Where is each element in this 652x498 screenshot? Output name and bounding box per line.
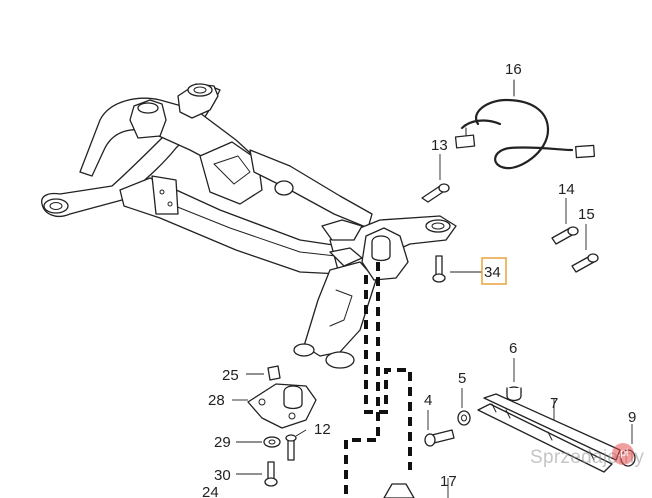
part-7-link-arm <box>477 393 621 473</box>
label-25: 25 <box>222 367 239 384</box>
label-30: 30 <box>214 467 231 484</box>
label-34: 34 <box>484 264 501 281</box>
part-25-nut <box>246 365 281 381</box>
subframe <box>41 83 457 369</box>
label-9: 9 <box>628 409 636 426</box>
label-16: 16 <box>505 61 522 78</box>
part-28-mount-bracket <box>232 383 317 429</box>
part-16-wiring-harness <box>454 79 596 170</box>
part-15-bolt <box>571 224 599 273</box>
part-30-bolt <box>236 461 278 487</box>
part-14-bolt <box>551 198 579 245</box>
label-24: 24 <box>202 484 219 498</box>
label-17: 17 <box>440 473 457 490</box>
label-4: 4 <box>424 392 432 409</box>
part-4-bolt <box>424 410 455 447</box>
label-6: 6 <box>509 340 517 357</box>
label-7: 7 <box>550 395 558 412</box>
part-17-component <box>383 478 449 498</box>
part-34-bolt <box>432 255 482 283</box>
label-13: 13 <box>431 137 448 154</box>
label-29: 29 <box>214 434 231 451</box>
label-28: 28 <box>208 392 225 409</box>
label-14: 14 <box>558 181 575 198</box>
label-15: 15 <box>578 206 595 223</box>
part-6-bushing <box>506 358 522 402</box>
part-29-washer <box>236 436 281 448</box>
part-5-washer <box>457 388 471 426</box>
part-12-bolt <box>285 429 307 461</box>
part-13-bolt <box>421 154 450 203</box>
watermark-badge: .pl <box>612 443 634 465</box>
label-12: 12 <box>314 421 331 438</box>
label-5: 5 <box>458 370 466 387</box>
label-34-highlight-box <box>481 257 507 285</box>
callout-labels: 16 13 14 15 34 6 5 4 7 9 25 28 12 29 30 … <box>202 61 636 498</box>
